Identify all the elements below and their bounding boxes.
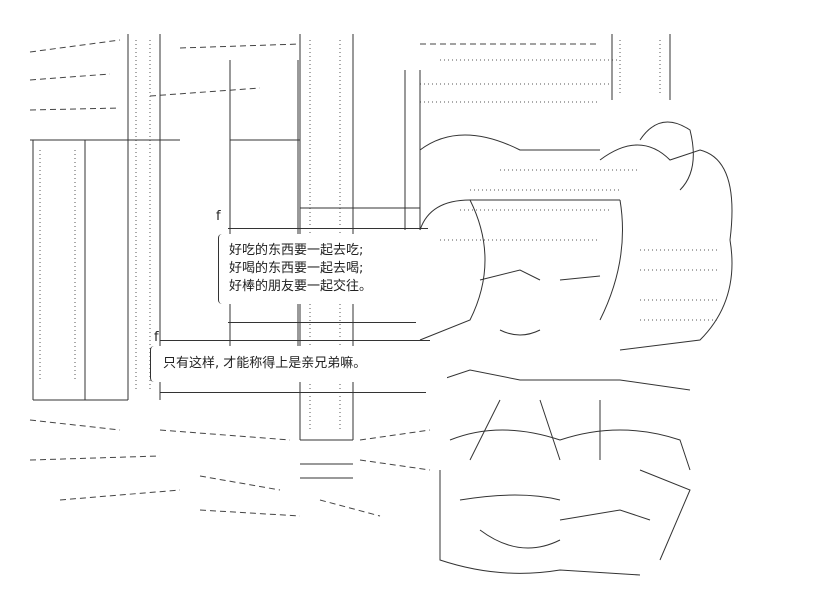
bubble-top-border-bottom (228, 322, 416, 323)
bubble-bottom-line: 只有这样, 才能称得上是亲兄弟嘛。 (163, 356, 367, 371)
speech-bubble-top: 好吃的东西要一起去吃; 好喝的东西要一起去喝; 好棒的朋友要一起交往。 (218, 234, 435, 304)
bubble-top-border-top (228, 228, 428, 229)
bubble-bottom-border-top (160, 340, 430, 341)
bubble-bottom-tail-mark: f (154, 330, 159, 345)
ground-streaks (29, 419, 431, 517)
character-hatching (440, 169, 720, 321)
bubble-top-tail-mark: f (216, 209, 221, 224)
character-figure (419, 121, 733, 576)
bubble-bottom-border-bottom (160, 392, 426, 393)
speech-bubble-bottom: 只有这样, 才能称得上是亲兄弟嘛。 (150, 346, 447, 382)
sky-streaks (29, 39, 620, 111)
bubble-line-1: 好吃的东西要一起去吃; (229, 243, 364, 258)
bubble-line-3: 好棒的朋友要一起交往。 (229, 279, 373, 294)
bubble-line-2: 好喝的东西要一起去喝; (229, 261, 364, 276)
